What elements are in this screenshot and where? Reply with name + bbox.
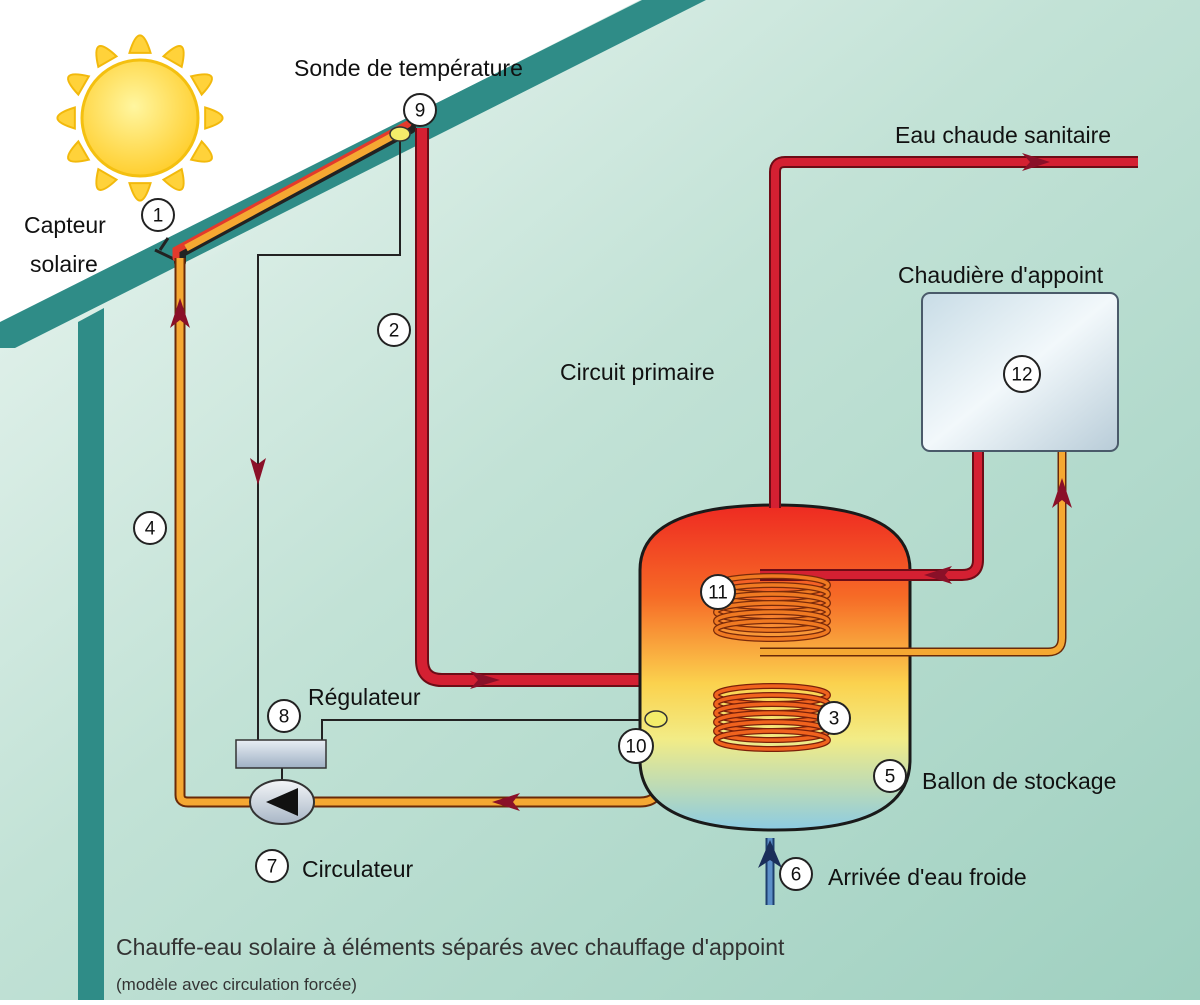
caption-title: Chauffe-eau solaire à éléments séparés a… xyxy=(116,934,785,960)
label-regulateur: Régulateur xyxy=(308,684,421,710)
number-marker-11: 11 xyxy=(700,574,736,610)
upper-coil xyxy=(713,573,831,642)
label-circulateur: Circulateur xyxy=(302,856,414,882)
house-wall xyxy=(78,308,104,1000)
arrow-right-icon xyxy=(1022,153,1050,171)
sun-ray xyxy=(67,139,91,163)
number-marker-8: 8 xyxy=(267,699,301,733)
arrow-right-icon xyxy=(470,671,500,689)
number-label: 11 xyxy=(708,583,728,604)
label-capteur-line1: Capteur xyxy=(24,212,106,238)
number-label: 4 xyxy=(145,519,156,540)
arrow-up-icon xyxy=(170,298,190,328)
number-marker-9: 9 xyxy=(403,93,437,127)
temperature-sensor-collector xyxy=(389,126,411,142)
hot-water-pipe xyxy=(769,156,1138,508)
sun-ray xyxy=(95,45,119,69)
boiler-pipes xyxy=(760,450,1067,657)
label-chaudiere: Chaudière d'appoint xyxy=(898,262,1104,288)
number-label: 12 xyxy=(1011,365,1032,386)
pump-icon xyxy=(249,779,315,825)
number-marker-5: 5 xyxy=(873,759,907,793)
coil-turn xyxy=(714,729,830,751)
label-capteur-line2: solaire xyxy=(30,251,98,277)
sun-ray xyxy=(95,167,119,191)
arrow-left-icon xyxy=(924,566,952,584)
number-label: 7 xyxy=(267,857,278,878)
sun-ray xyxy=(56,106,76,130)
sun xyxy=(80,58,200,178)
arrow-down-icon xyxy=(250,458,266,485)
number-marker-1: 1 xyxy=(141,198,175,232)
number-label: 8 xyxy=(279,707,290,728)
primary-hot-pipe xyxy=(415,128,772,687)
sun-icon xyxy=(56,34,224,202)
arrow-left-icon xyxy=(492,793,520,811)
sun-ray xyxy=(189,73,213,97)
number-marker-3: 3 xyxy=(817,701,851,735)
sun-ray xyxy=(67,73,91,97)
label-eau-chaude: Eau chaude sanitaire xyxy=(895,122,1111,148)
arrow-up-icon xyxy=(1052,478,1072,508)
regulator-box xyxy=(235,739,327,769)
lower-coil xyxy=(713,683,831,752)
flow-arrows xyxy=(170,153,1072,868)
number-marker-12: 12 xyxy=(1003,355,1041,393)
label-sonde: Sonde de température xyxy=(294,55,523,81)
sun-ray xyxy=(128,182,152,202)
label-arrivee: Arrivée d'eau froide xyxy=(828,864,1027,890)
sun-ray xyxy=(204,106,224,130)
coil-turn xyxy=(714,610,830,632)
sun-ray xyxy=(128,34,152,54)
number-marker-7: 7 xyxy=(255,849,289,883)
coil-turn xyxy=(714,619,830,641)
number-marker-2: 2 xyxy=(377,313,411,347)
number-marker-10: 10 xyxy=(618,728,654,764)
number-label: 2 xyxy=(389,321,400,342)
number-marker-6: 6 xyxy=(779,857,813,891)
label-circuit-primaire: Circuit primaire xyxy=(560,359,715,385)
number-label: 5 xyxy=(885,767,896,788)
arrow-up-icon xyxy=(758,840,782,868)
sun-ray xyxy=(161,167,185,191)
number-label: 6 xyxy=(791,865,802,886)
number-label: 9 xyxy=(415,101,426,122)
temperature-sensor-tank xyxy=(644,710,668,728)
sun-ray xyxy=(161,45,185,69)
number-label: 1 xyxy=(153,206,164,227)
caption-subtitle: (modèle avec circulation forcée) xyxy=(116,975,357,994)
number-marker-4: 4 xyxy=(133,511,167,545)
sun-ray xyxy=(189,139,213,163)
number-label: 3 xyxy=(829,709,840,730)
storage-tank xyxy=(638,503,912,832)
number-label: 10 xyxy=(625,737,646,758)
label-ballon: Ballon de stockage xyxy=(922,768,1116,794)
